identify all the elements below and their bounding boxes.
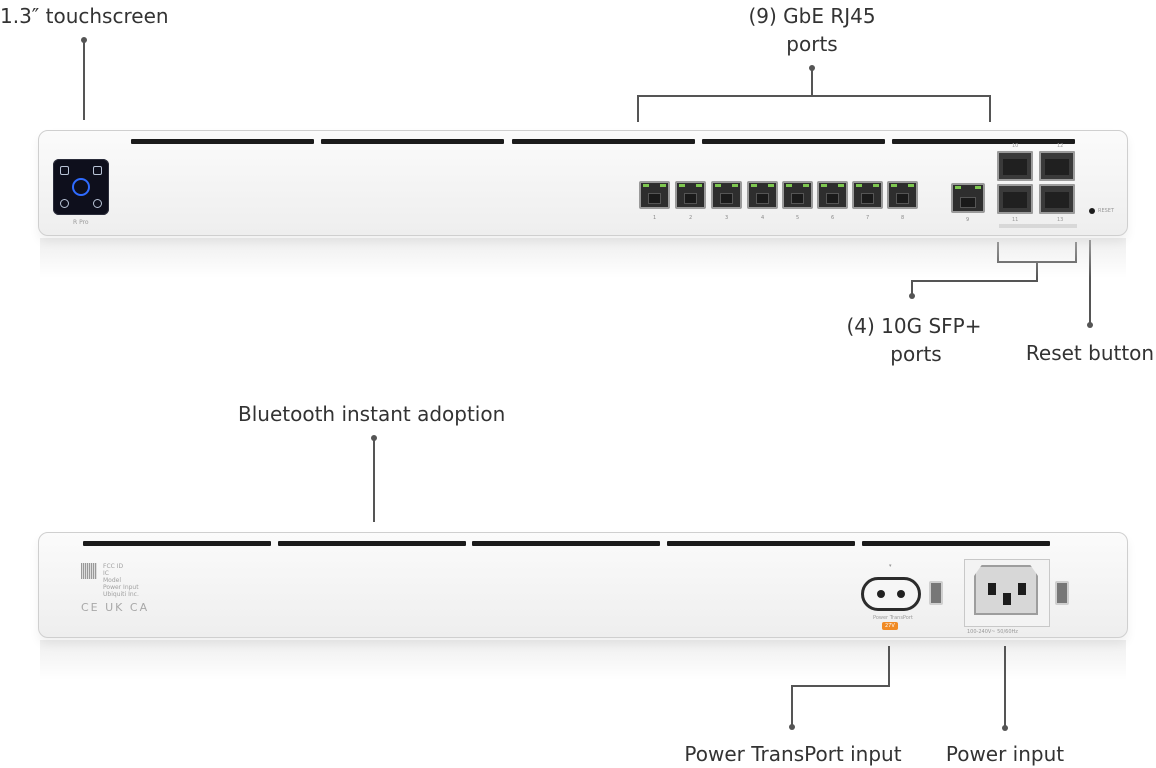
rj45-port-4[interactable] [747,181,778,209]
regulatory-line: Model [103,577,122,584]
port-number: 3 [725,215,729,221]
sfp-label-strip [999,224,1077,228]
rear-panel: FCC ID IC Model Power Input Ubiquiti Inc… [38,532,1128,638]
power-clip [1055,581,1069,605]
device-model-label: R Pro [73,219,89,226]
port-number: 8 [901,215,905,221]
transport-arrow: ▾ [889,563,892,569]
transport-badge: 27V [882,622,898,630]
transport-callout-stem [888,646,890,686]
reset-button[interactable] [1089,208,1095,214]
port-number: 5 [796,215,800,221]
qr-code [81,563,97,579]
rj45-port-1[interactable] [639,181,670,209]
front-panel: R Pro 1 2 3 4 5 6 7 8 9 10 12 11 13 RESE… [38,130,1128,236]
power-transport-input[interactable] [861,577,921,611]
sfp-label-line2: ports [890,342,942,366]
sfp-port-13[interactable] [1039,184,1075,214]
power-callout-dot [1002,725,1008,731]
power-input[interactable] [974,565,1038,615]
regulatory-line: FCC ID [103,563,124,570]
transport-callout-dot [789,724,795,730]
settings-icon [93,199,102,208]
reset-callout-line [1089,240,1091,325]
rear-vent-3 [472,541,660,546]
rear-vent-2 [278,541,466,546]
front-vent-4 [702,139,885,144]
info-icon [60,199,69,208]
rj45-label-line2: ports [786,32,838,56]
port-number: 7 [866,215,870,221]
rj45-port-5[interactable] [782,181,813,209]
rj45-label-line1: (9) GbE RJ45 [748,4,876,28]
touchscreen-label: 1.3″ touchscreen [0,4,169,28]
ubiquiti-logo-icon [72,178,90,196]
regulatory-line: IC [103,570,109,577]
sfp-number: 11 [1012,217,1019,223]
rj45-bracket-left [637,95,639,122]
sfp-callout-dot [909,293,915,299]
rj45-callout-bracket [637,95,991,97]
front-vent-3 [512,139,695,144]
transport-label: Power TransPort [873,615,913,621]
calendar-icon [60,166,69,175]
power-label-text: Power input [945,742,1065,766]
sfp-port-12[interactable] [1039,151,1075,181]
bluetooth-callout-line [373,438,375,522]
transport-label-text: Power TransPort input [684,742,902,766]
transport-callout-horizontal [791,685,890,687]
sfp-number: 12 [1057,143,1064,149]
port-number: 6 [831,215,835,221]
port-number: 4 [761,215,765,221]
transport-clip [929,581,943,605]
rear-vent-1 [83,541,271,546]
sfp-port-10[interactable] [997,151,1033,181]
rear-vent-5 [862,541,1050,546]
sfp-callout-horizontal [911,280,1038,282]
chart-icon [93,166,102,175]
rj45-port-6[interactable] [817,181,848,209]
front-vent-2 [321,139,504,144]
power-rating: 100-240V~ 50/60Hz [967,629,1018,635]
rj45-port-9[interactable] [951,183,985,213]
rj45-port-7[interactable] [852,181,883,209]
front-reflection [40,238,1126,278]
front-vent-1 [131,139,314,144]
certification-marks: CE UK CA [81,601,150,614]
rear-reflection [40,640,1126,680]
rear-vent-4 [667,541,855,546]
rj45-port-3[interactable] [711,181,742,209]
sfp-number: 10 [1012,143,1019,149]
reset-callout-dot [1087,322,1093,328]
sfp-callout-drop [911,280,913,296]
regulatory-line: Power Input [103,584,139,591]
reset-label: Reset button [1025,341,1155,365]
bluetooth-label: Bluetooth instant adoption [238,402,506,426]
rj45-callout-stem [811,68,813,95]
reset-text: RESET [1098,208,1115,214]
regulatory-line: Ubiquiti Inc. [103,591,139,598]
sfp-port-11[interactable] [997,184,1033,214]
power-callout-line [1004,646,1006,728]
transport-callout-drop [791,685,793,727]
touchscreen[interactable] [53,159,109,215]
port-number: 2 [689,215,693,221]
touchscreen-callout-line [83,40,85,120]
sfp-label-line1: (4) 10G SFP+ [846,314,982,338]
rj45-port-2[interactable] [675,181,706,209]
rj45-port-8[interactable] [887,181,918,209]
front-vent-5 [892,139,1075,144]
rj45-bracket-right [989,95,991,122]
sfp-number: 13 [1057,217,1064,223]
port-number: 9 [966,217,970,223]
port-number: 1 [653,215,657,221]
regulatory-text: FCC ID IC Model Power Input Ubiquiti Inc… [103,563,139,598]
